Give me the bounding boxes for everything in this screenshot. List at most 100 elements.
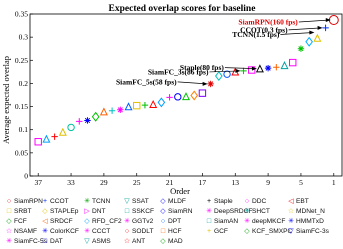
- arrow-head: [251, 66, 257, 71]
- data-point: [42, 134, 51, 143]
- data-point: [280, 61, 289, 70]
- legend-marker-icon: ◇: [160, 208, 166, 215]
- legend-label: SRDCF: [50, 218, 73, 225]
- data-point: [99, 107, 108, 116]
- data-point: [149, 99, 158, 108]
- legend-label: EBT: [296, 198, 309, 205]
- legend-entry: ✳SiamFC-5s: [4, 238, 47, 246]
- legend-label: NSAMF: [14, 228, 38, 235]
- legend-marker-icon: ◇: [244, 228, 250, 235]
- legend-entry: ✳DeepSRDCF: [204, 208, 252, 216]
- x-tick-label: 37: [34, 178, 42, 187]
- legend-entry: +CCOT: [40, 198, 69, 206]
- annotation-label: Staple(80 fps): [180, 63, 224, 72]
- legend-entry: ✳TCNN: [82, 198, 110, 206]
- data-point: [67, 123, 75, 132]
- y-tick-label: 0.3: [19, 33, 29, 42]
- legend-entry: ◇KCF_SMXPC: [242, 228, 292, 236]
- arrow-head: [325, 18, 331, 23]
- legend-label: ColorKCF: [50, 228, 79, 235]
- plot-frame: [29, 13, 343, 177]
- legend-marker-icon: ○: [6, 198, 12, 205]
- data-point: [34, 138, 42, 146]
- legend-entry: ✳SHCT: [242, 208, 270, 216]
- x-tick-label: 5: [299, 178, 303, 187]
- x-tick-label: 17: [199, 178, 207, 187]
- data-point: [273, 64, 280, 71]
- legend-label: ASMS: [92, 238, 111, 245]
- legend-label: SiamFC-3s: [296, 228, 329, 235]
- legend-marker-icon: ◇: [6, 218, 12, 225]
- legend-label: CCOT: [50, 198, 69, 205]
- data-point: [76, 118, 83, 125]
- legend-entry: ◇FCF: [4, 218, 27, 226]
- legend-label: GCF: [214, 228, 228, 235]
- legend-label: RFD_CF2: [92, 218, 122, 225]
- legend-marker-icon: ✳: [84, 228, 90, 235]
- legend-marker-icon: ✳: [124, 218, 130, 225]
- y-tick-label: 0.35: [15, 10, 28, 19]
- annotation-arrow: [280, 32, 314, 35]
- y-tick-label: 0.2: [19, 79, 29, 88]
- data-point: [117, 106, 124, 114]
- legend-marker-icon: ☆: [287, 208, 295, 215]
- legend-label: DNT: [92, 208, 106, 215]
- legend-label: TCNN: [92, 198, 111, 205]
- annotation-arrow: [288, 27, 322, 31]
- data-point: [133, 101, 141, 110]
- data-point: [198, 89, 207, 97]
- legend-label: SODLT: [132, 228, 154, 235]
- legend-label: SiamFC-5s: [14, 238, 47, 245]
- legend-marker-icon: ○: [244, 198, 250, 205]
- annotation-label: SiamFC_5s(58 fps): [116, 77, 177, 86]
- x-tick-label: 21: [166, 178, 174, 187]
- legend-label: SSKCF: [132, 208, 154, 215]
- legend-label: SiamRN: [168, 208, 193, 215]
- data-point: [58, 127, 67, 136]
- legend-entry: ○SiamRPN: [4, 198, 43, 206]
- legend-label: SHCT: [252, 208, 270, 215]
- chart-legend: ○SiamRPN+CCOT✳TCNN▽SSAT◇MLDF+Staple○DDC◁…: [0, 197, 343, 249]
- legend-entry: □DAT: [40, 238, 63, 246]
- legend-entry: ✳ColorKCF: [40, 228, 79, 236]
- legend-entry: ✳HMMTxD: [286, 218, 324, 226]
- x-axis-label: Order: [170, 186, 190, 196]
- legend-entry: ✳CCCT: [82, 228, 110, 236]
- legend-marker-icon: ▽: [288, 228, 294, 235]
- legend-label: MLDF: [168, 198, 186, 205]
- legend-marker-icon: ✳: [288, 218, 294, 225]
- legend-label: DDC: [252, 198, 267, 205]
- annotation-arrow: [298, 19, 330, 23]
- annotations: SiamRPN(160 fps)CCOT(0.3 fps)TCNN(1.5 fp…: [116, 18, 331, 86]
- legend-entry: □SRBT: [4, 208, 32, 216]
- data-points: [34, 15, 339, 146]
- legend-entry: ✳GGTv2: [122, 218, 153, 226]
- legend-marker-icon: ▽: [124, 198, 130, 205]
- legend-entry: □HCF: [158, 228, 182, 236]
- data-point: [51, 133, 58, 140]
- legend-marker-icon: ◇: [160, 238, 166, 245]
- legend-marker-icon: ◁: [288, 198, 294, 205]
- legend-marker-icon: +: [206, 228, 212, 235]
- annotation-label: CCOT(0.3 fps): [240, 25, 288, 34]
- legend-marker-icon: □: [124, 208, 130, 215]
- legend-label: SiamAN: [214, 218, 239, 225]
- y-tick-label: 0.05: [15, 148, 28, 157]
- legend-entry: ▽SiamFC-3s: [286, 228, 329, 236]
- legend-marker-icon: ◇: [84, 218, 90, 225]
- chart-canvas: Expected overlap scores for baseline Ave…: [1, 4, 343, 196]
- arrow-head: [202, 81, 208, 86]
- y-tick-label: 0.15: [15, 102, 28, 111]
- legend-entry: ☆MDNet_N: [286, 208, 325, 216]
- x-tick-label: 13: [232, 178, 240, 187]
- legend-label: SSAT: [132, 198, 149, 205]
- chart-title: Expected overlap scores for baseline: [109, 4, 256, 14]
- x-tick-label: 29: [100, 178, 108, 187]
- data-point: [247, 66, 256, 74]
- legend-entry: ○DDC: [242, 198, 266, 206]
- data-point: [166, 94, 173, 101]
- arrow-head: [309, 30, 315, 35]
- data-point: [84, 117, 91, 124]
